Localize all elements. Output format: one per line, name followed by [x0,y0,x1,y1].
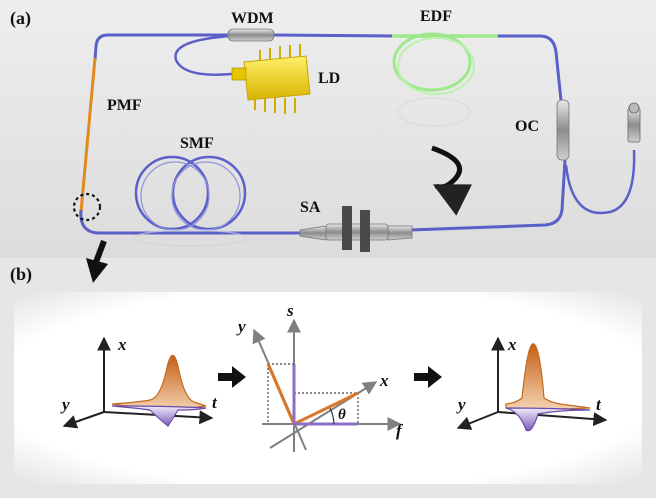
edf-label: EDF [420,8,452,25]
middle-axis-y: y [236,317,246,336]
edf-coil [392,32,475,127]
wdm-label: WDM [231,10,274,27]
output-connector [627,102,641,143]
middle-axis-x: x [379,371,389,390]
panel-a-label: (a) [10,8,31,29]
panel-b-inset [14,292,642,484]
left-axis-y: y [60,395,70,414]
left-axis-x: x [117,335,127,354]
rotation-angle: θ [338,407,346,423]
rotation-diagram: s y x f θ [236,301,404,452]
transform-arrow-icon-2 [414,366,442,388]
ld-device [231,44,311,114]
transform-arrow-icon-1 [218,366,246,388]
left-axis-t: t [212,393,218,412]
sa-label: SA [300,199,321,216]
pmf-highlight-circle [72,192,102,222]
smf-label: SMF [180,135,214,152]
smf-coil [133,155,247,247]
pmf-label: PMF [107,97,142,114]
wdm-device [227,28,275,42]
panel-b-label: (b) [10,264,32,285]
right-pulse-plot: x y t [456,335,608,432]
down-arrow-icon [86,239,108,283]
oc-device [556,99,570,161]
ld-label: LD [318,70,340,87]
pmf-fiber [79,57,97,213]
sa-device [299,206,413,252]
oc-label: OC [515,118,539,135]
panel-a-background [0,0,656,258]
right-axis-x: x [507,335,517,354]
middle-axis-f: f [396,421,404,440]
circulation-arrow-icon [431,145,472,216]
right-axis-y: y [456,395,466,414]
left-pulse-plot: x y t [60,335,218,429]
right-axis-t: t [596,395,602,414]
middle-axis-s: s [286,301,294,320]
